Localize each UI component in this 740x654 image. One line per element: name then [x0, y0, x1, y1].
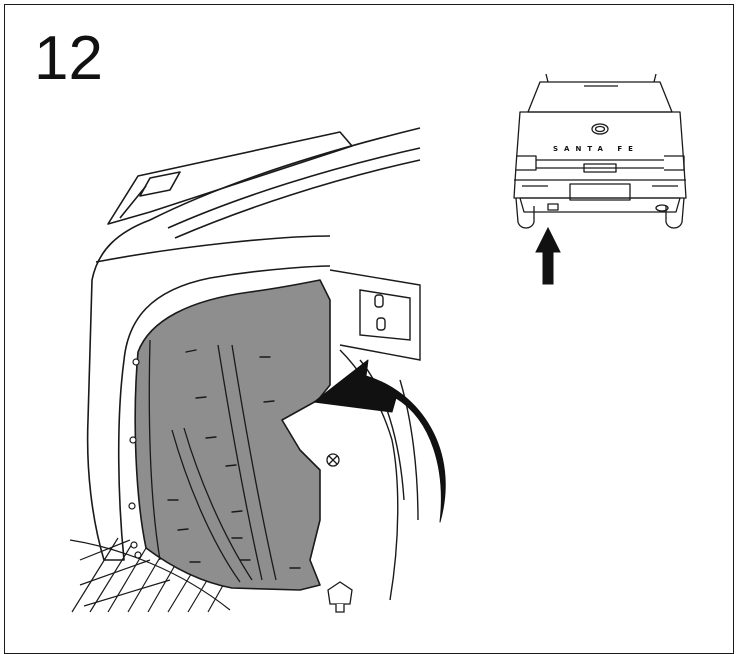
push-clip [327, 581, 353, 613]
liner-ribs [148, 339, 277, 583]
liner-slots [167, 349, 301, 569]
screw-fastener [326, 453, 340, 467]
vehicle-inset [513, 73, 687, 229]
inset-location-arrow [535, 226, 561, 285]
step-number: 12 [34, 24, 103, 93]
tyre-tread [69, 537, 231, 613]
wheel-well-structure [329, 269, 421, 601]
insertion-arrow [313, 359, 446, 523]
mounting-holes [128, 358, 142, 559]
vehicle-badge: SANTA FE [553, 145, 639, 153]
